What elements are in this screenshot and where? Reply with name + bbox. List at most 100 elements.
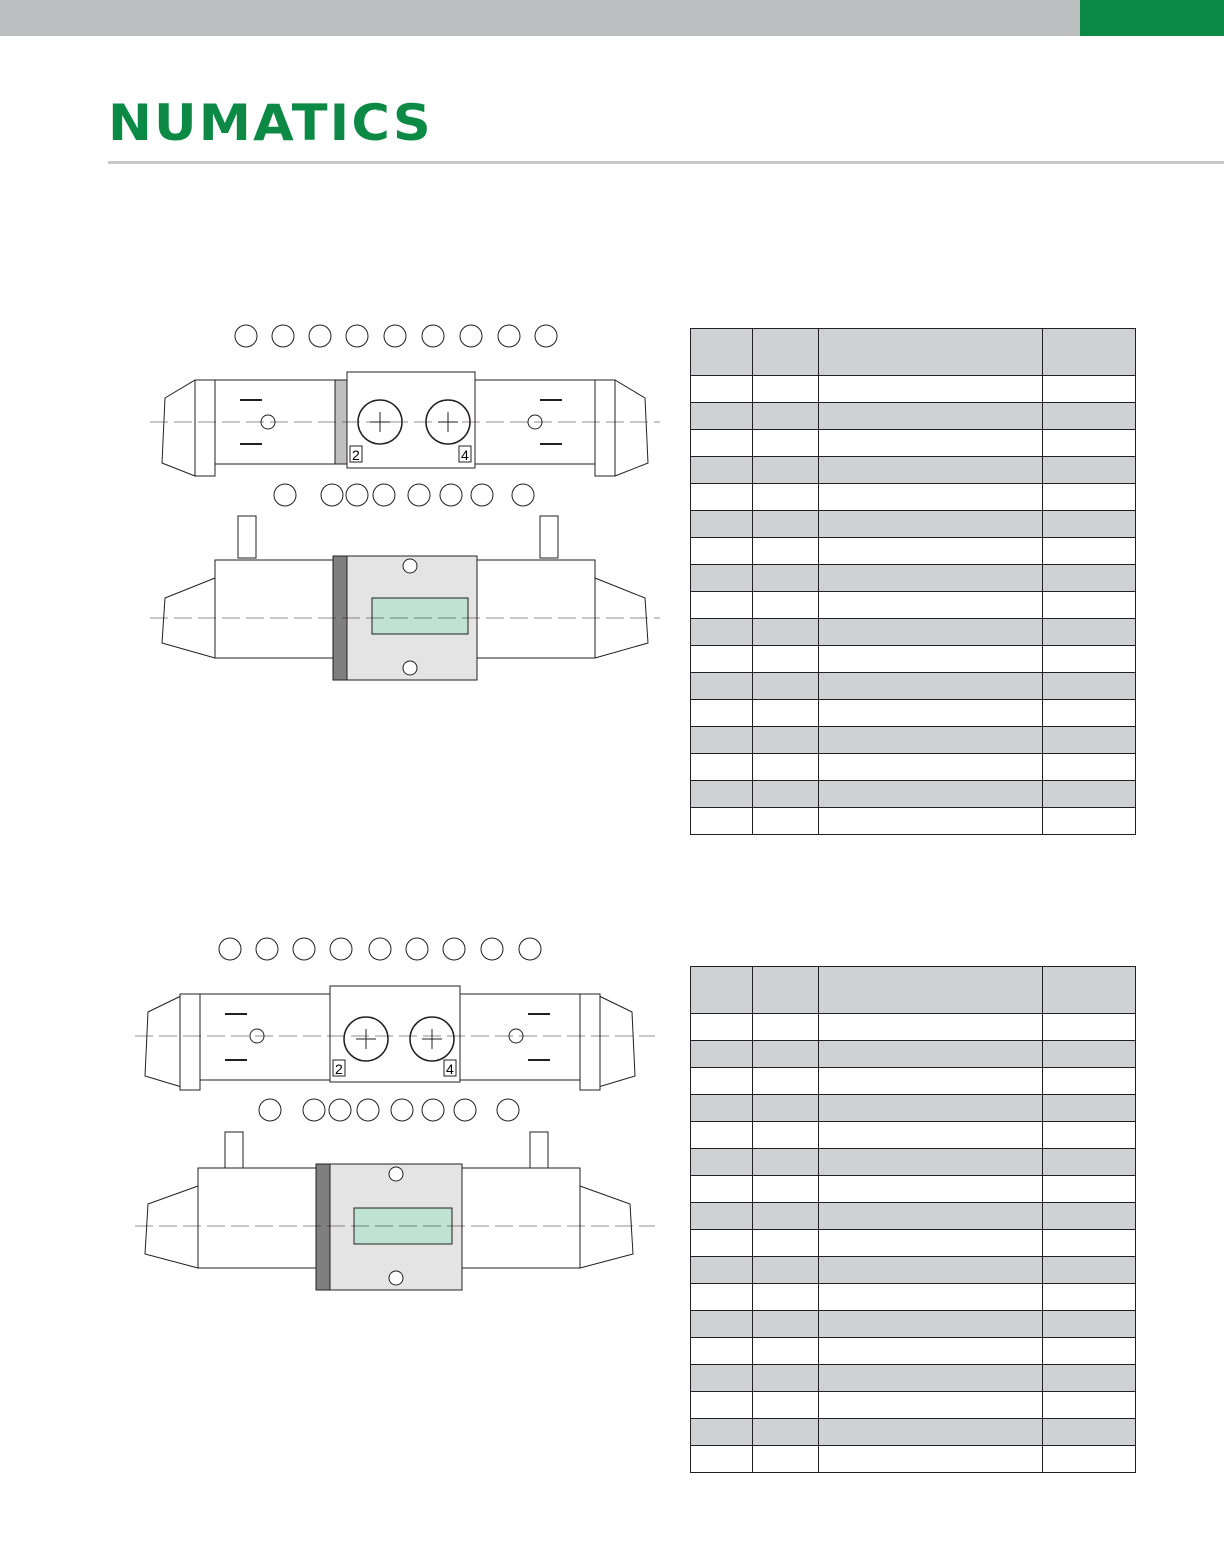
table-cell — [1042, 1040, 1136, 1068]
callout-balloon — [480, 937, 504, 961]
table-row — [690, 1229, 1136, 1257]
table-row — [690, 1337, 1136, 1365]
table-cell — [752, 1175, 819, 1203]
table-cell — [752, 1391, 819, 1419]
valve-diagram-1: 2 4 — [140, 318, 670, 698]
table-cell — [818, 1067, 1043, 1095]
table-row — [690, 672, 1136, 700]
table-cell — [690, 1418, 753, 1446]
table-row — [690, 645, 1136, 673]
table-row — [690, 1310, 1136, 1338]
table-cell — [752, 483, 819, 511]
table-cell — [818, 645, 1043, 673]
header-cell — [818, 966, 1043, 1014]
table-cell — [752, 1094, 819, 1122]
port-4-label: 4 — [446, 1061, 454, 1077]
table-cell — [818, 726, 1043, 754]
table-cell — [690, 1310, 753, 1338]
valve-top-view — [150, 371, 660, 477]
table-row — [690, 726, 1136, 754]
table-row — [690, 1013, 1136, 1041]
table-cell — [1042, 1256, 1136, 1284]
table-cell — [690, 1256, 753, 1284]
table-cell — [1042, 1202, 1136, 1230]
table-cell — [818, 618, 1043, 646]
table-cell — [818, 510, 1043, 538]
callout-balloon — [234, 324, 258, 348]
callout-balloon — [421, 324, 445, 348]
table-cell — [752, 537, 819, 565]
table-cell — [818, 402, 1043, 430]
table-cell — [1042, 1364, 1136, 1392]
table-cell — [1042, 456, 1136, 484]
table-cell — [690, 537, 753, 565]
table-cell — [1042, 1418, 1136, 1446]
table-row — [690, 402, 1136, 430]
table-row — [690, 1094, 1136, 1122]
table-cell — [818, 1256, 1043, 1284]
table-cell — [818, 564, 1043, 592]
table-cell — [818, 591, 1043, 619]
table-cell — [690, 591, 753, 619]
table-cell — [1042, 1391, 1136, 1419]
callout-balloon — [442, 937, 466, 961]
table-cell — [818, 1148, 1043, 1176]
table-cell — [818, 1202, 1043, 1230]
callout-balloon — [534, 324, 558, 348]
table-cell — [752, 780, 819, 808]
table-cell — [752, 1067, 819, 1095]
table-cell — [690, 402, 753, 430]
callout-balloon — [421, 1098, 445, 1122]
table-cell — [1042, 726, 1136, 754]
table-cell — [690, 1121, 753, 1149]
table-cell — [752, 753, 819, 781]
table-header-row — [690, 966, 1136, 1014]
table-cell — [1042, 1148, 1136, 1176]
table-cell — [818, 672, 1043, 700]
header-bar — [0, 0, 1080, 36]
table-cell — [1042, 618, 1136, 646]
table-cell — [1042, 510, 1136, 538]
table-cell — [1042, 1175, 1136, 1203]
table-row — [690, 1067, 1136, 1095]
table-cell — [752, 1283, 819, 1311]
table-cell — [818, 1391, 1043, 1419]
header-rule — [108, 161, 1224, 164]
table-cell — [1042, 564, 1136, 592]
table-cell — [690, 456, 753, 484]
valve-diagram-2: 2 4 — [130, 936, 660, 1316]
table-row — [690, 483, 1136, 511]
table-cell — [752, 807, 819, 835]
table-cell — [1042, 807, 1136, 835]
table-row — [690, 1256, 1136, 1284]
header-cell — [690, 328, 753, 376]
table-cell — [752, 375, 819, 403]
table-row — [690, 1202, 1136, 1230]
table-cell — [690, 1391, 753, 1419]
table-cell — [752, 1364, 819, 1392]
table-cell — [752, 510, 819, 538]
callout-balloon — [497, 324, 521, 348]
parts-table-2 — [690, 966, 1136, 1473]
table-row — [690, 429, 1136, 457]
table-cell — [752, 1040, 819, 1068]
table-cell — [818, 753, 1043, 781]
table-cell — [752, 618, 819, 646]
callout-balloon — [518, 937, 542, 961]
callout-balloon — [356, 1098, 380, 1122]
valve-section-view — [135, 1131, 655, 1291]
table-cell — [752, 1256, 819, 1284]
header-accent-block — [1080, 0, 1224, 36]
callout-balloon — [511, 483, 535, 507]
table-cell — [690, 1148, 753, 1176]
table-cell — [690, 1445, 753, 1473]
table-cell — [818, 429, 1043, 457]
table-cell — [690, 618, 753, 646]
table-row — [690, 1283, 1136, 1311]
table-cell — [690, 753, 753, 781]
table-cell — [752, 726, 819, 754]
callout-balloon — [496, 1098, 520, 1122]
table-cell — [752, 1013, 819, 1041]
table-cell — [1042, 537, 1136, 565]
table-cell — [1042, 1067, 1136, 1095]
